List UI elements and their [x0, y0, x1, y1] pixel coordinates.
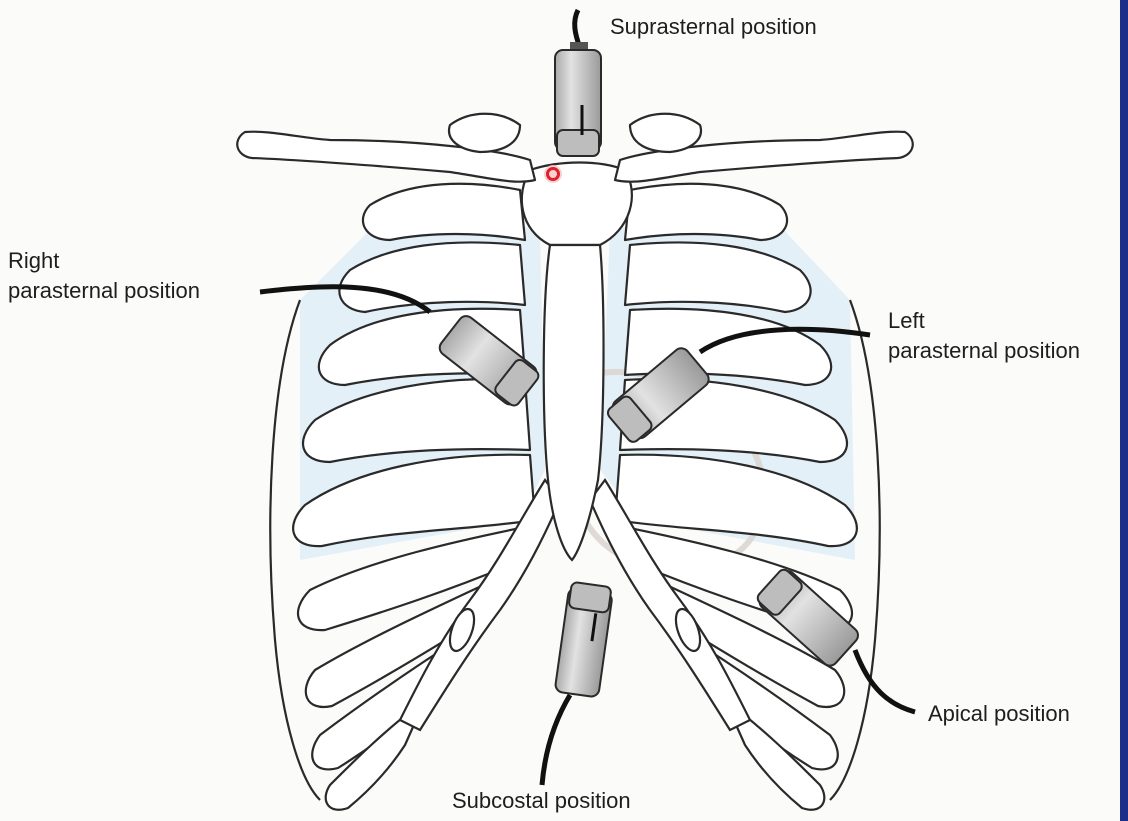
label-right-parasternal-line-2: parasternal position — [8, 278, 201, 303]
label-right-parasternal: Right parasternal position — [8, 246, 200, 306]
label-right-parasternal-line-1: Right — [8, 248, 60, 273]
clavicles — [236, 112, 914, 183]
label-suprasternal: Suprasternal position — [610, 12, 817, 42]
transducer-left-parasternal — [606, 326, 871, 443]
label-left-parasternal-line-1: Left — [888, 308, 925, 333]
transducer-subcostal — [539, 581, 613, 786]
transducer-right-parasternal — [259, 284, 540, 407]
label-apical: Apical position — [928, 699, 1070, 729]
sternum — [520, 161, 633, 562]
label-subcostal-line-1: Subcostal position — [452, 788, 631, 813]
label-left-parasternal-line-2: parasternal position — [888, 338, 1081, 363]
label-left-parasternal: Left parasternal position — [888, 306, 1080, 366]
transducer-suprasternal — [554, 8, 602, 157]
side-strip — [1120, 0, 1128, 821]
label-subcostal: Subcostal position — [452, 786, 631, 816]
costal-margin — [398, 478, 752, 732]
label-apical-line-1: Apical position — [928, 701, 1070, 726]
target-dot-icon — [544, 165, 562, 183]
transducer-apical — [756, 568, 916, 715]
label-suprasternal-line-1: Suprasternal position — [610, 14, 817, 39]
